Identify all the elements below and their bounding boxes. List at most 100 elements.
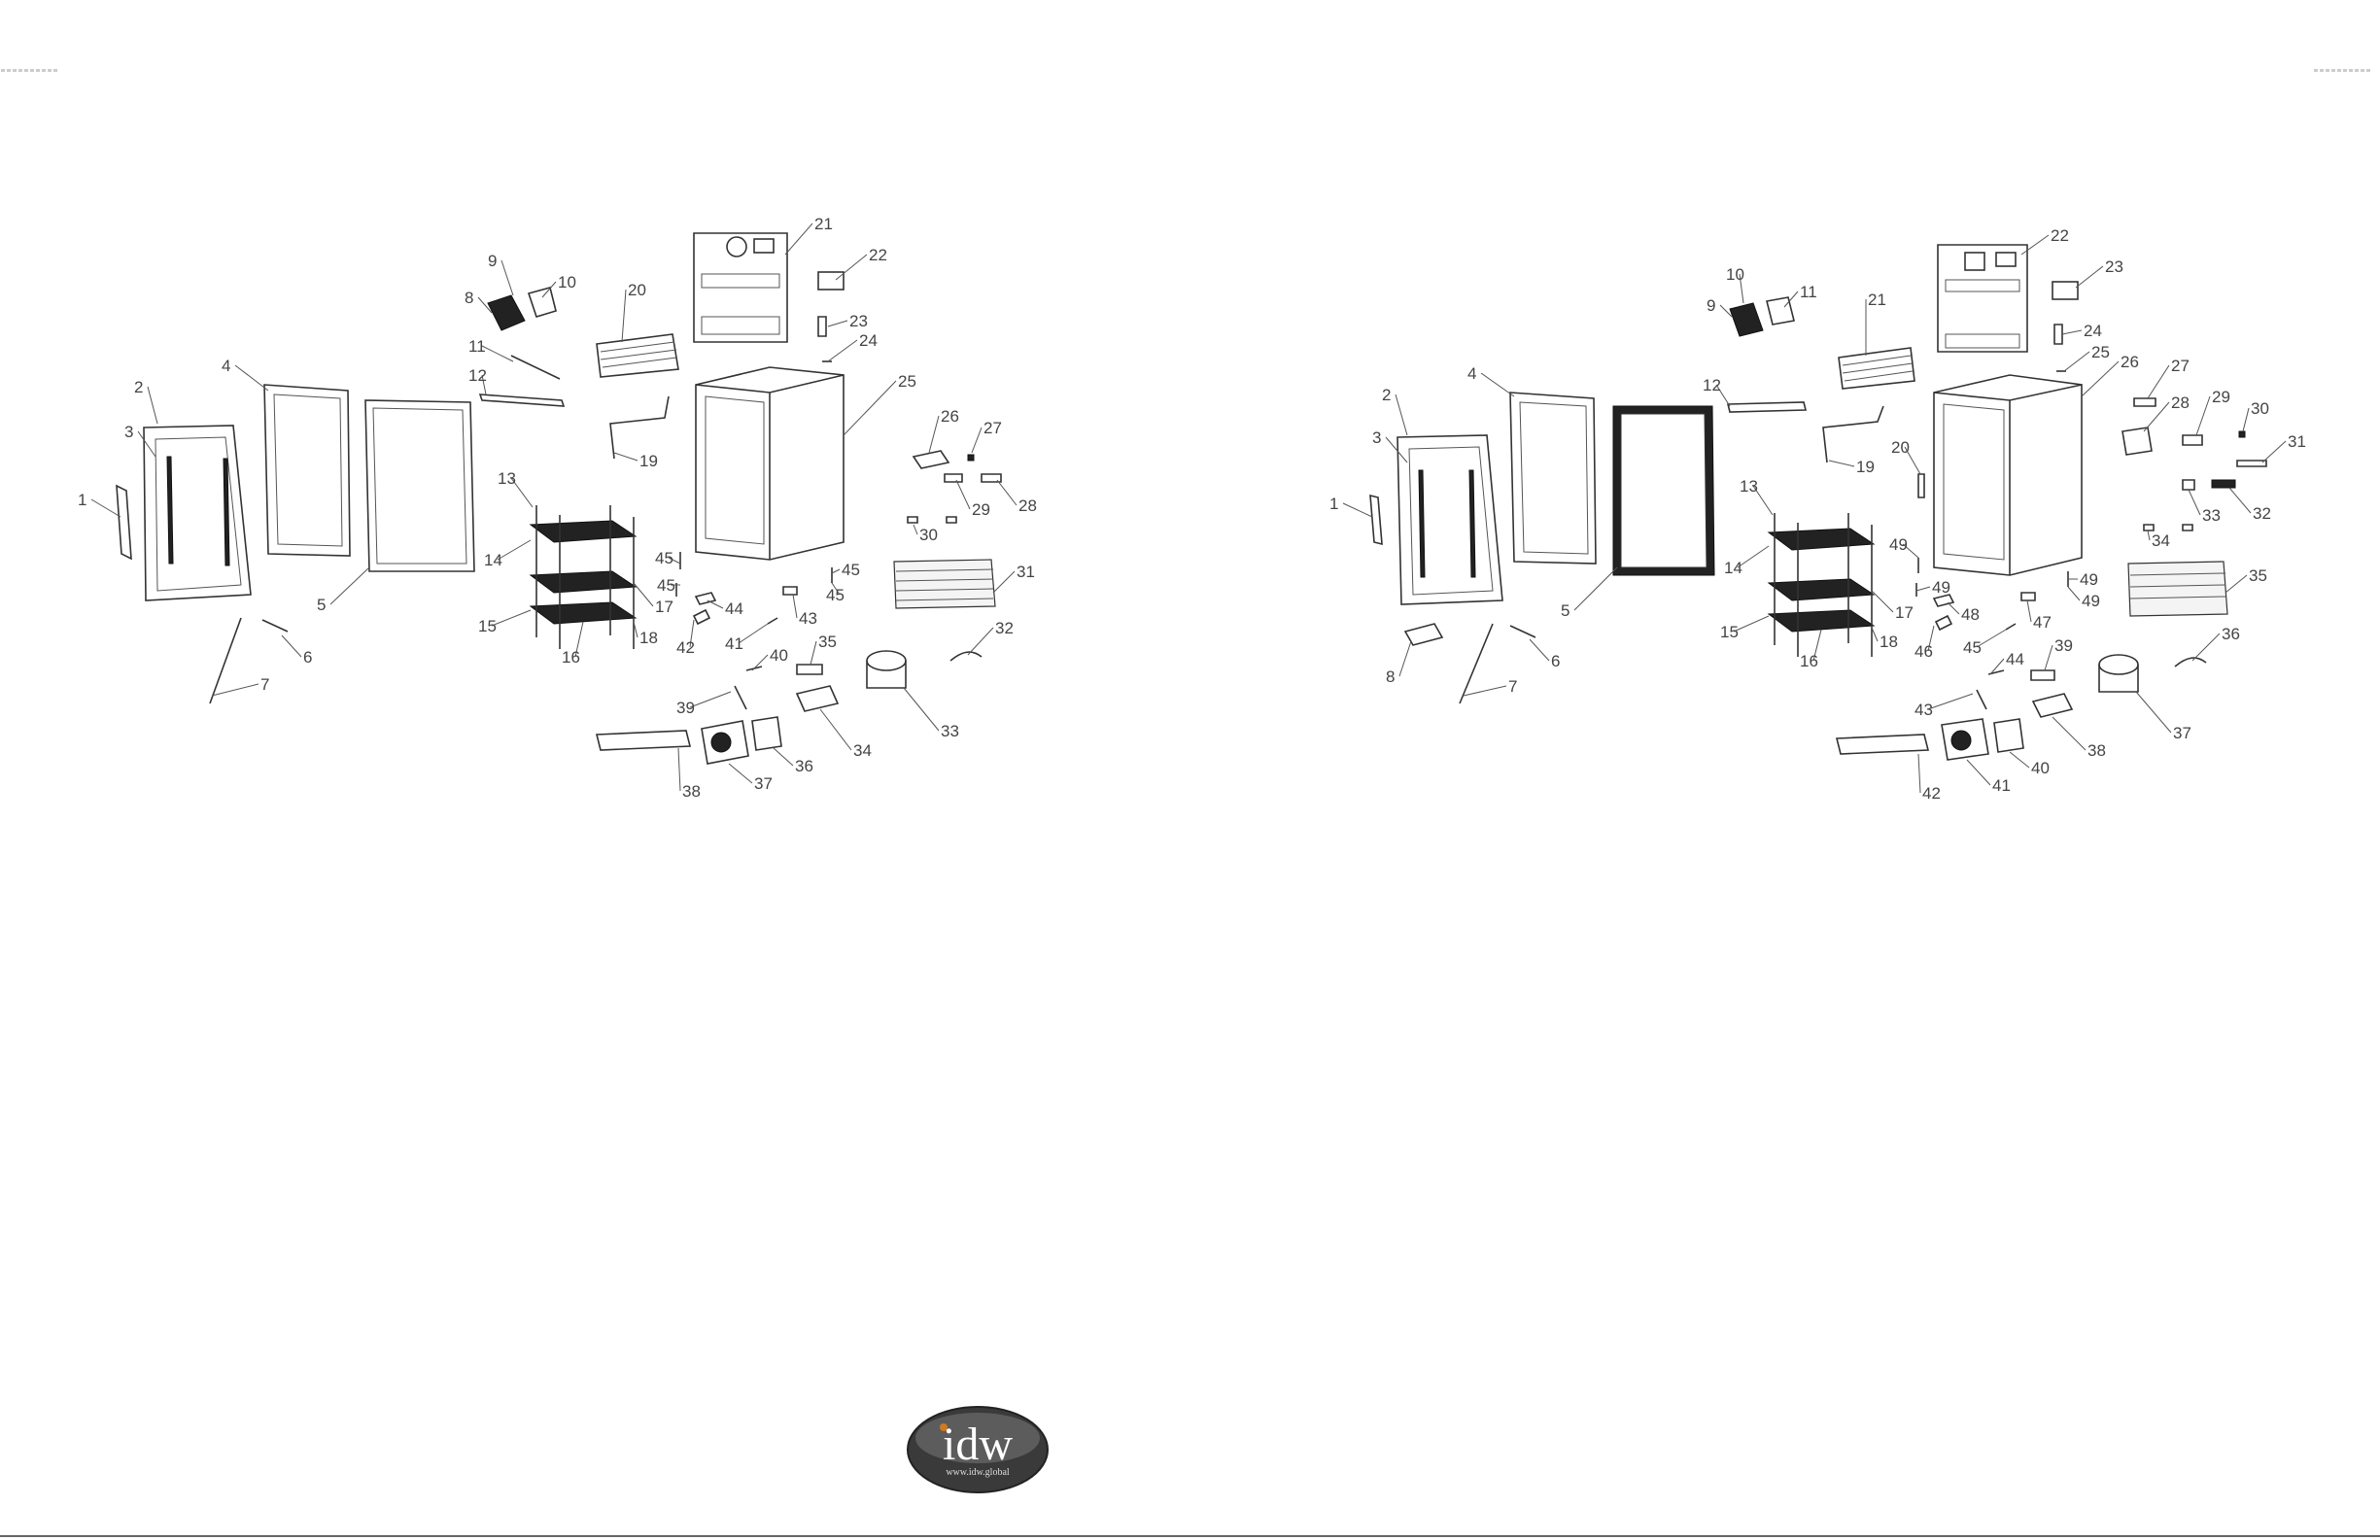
diagram_right-leader-38 xyxy=(2052,716,2087,751)
left-part-labels: 1234567891011121314151617181920212223242… xyxy=(78,215,1037,801)
diagram_right-part-label-41: 41 xyxy=(1992,776,2011,795)
diagram_left-part-label-11: 11 xyxy=(468,337,486,356)
diagram_right-part-label-6: 6 xyxy=(1551,652,1560,670)
diagram_right-leader-33 xyxy=(2188,489,2201,516)
logo-url: www.idw.global xyxy=(946,1467,1010,1478)
diagram_left-part-label-22: 22 xyxy=(869,246,887,264)
right-part-base xyxy=(1835,734,1930,755)
diagram_right-part-label-46: 46 xyxy=(1914,642,1933,661)
left-part-bar-11 xyxy=(510,355,561,380)
diagram_right-leader-41 xyxy=(1966,759,1991,786)
diagram_left-leader-45 xyxy=(831,582,841,596)
right-part-43 xyxy=(1976,689,1987,710)
diagram_right-leader-30 xyxy=(2242,407,2250,432)
diagram_left-part-label-16: 16 xyxy=(562,648,580,667)
right-part-bracket-24 xyxy=(2053,324,2063,345)
left-part-35 xyxy=(796,664,823,675)
diagram_left-part-label-25: 25 xyxy=(898,372,916,391)
diagram_right-leader-1 xyxy=(1342,502,1373,518)
diagram_right-part-label-47: 47 xyxy=(2033,613,2052,632)
diagram_right-leader-7 xyxy=(1463,685,1507,697)
diagram_right-part-label-35: 35 xyxy=(2249,566,2267,585)
right-part-rod xyxy=(1459,623,1494,704)
diagram_left-leader-45 xyxy=(668,557,681,565)
diagram_right-leader-20 xyxy=(1904,446,1921,475)
diagram_right-part-label-32: 32 xyxy=(2253,504,2271,523)
diagram_right-leader-32 xyxy=(2228,487,2252,514)
diagram_left-part-label-31: 31 xyxy=(1017,563,1035,581)
diagram_right-part-label-42: 42 xyxy=(1922,784,1941,803)
diagram_right-part-label-7: 7 xyxy=(1508,677,1517,696)
diagram_right-leader-46 xyxy=(1927,625,1935,652)
diagram_left-part-label-38: 38 xyxy=(682,782,701,801)
diagram_left-leader-37 xyxy=(728,763,753,784)
diagram_right-leader-26 xyxy=(2081,360,2120,397)
right-edge-mark xyxy=(2313,60,2371,78)
diagram_left-leader-14 xyxy=(497,539,532,561)
diagram_right-leader-12 xyxy=(1715,384,1731,407)
diagram_right-leader-11 xyxy=(1783,291,1799,308)
left-part-rear-panel xyxy=(693,232,788,343)
diagram_right-leader-27 xyxy=(2147,364,2170,399)
idw-logo: idw www.idw.global xyxy=(907,1406,1049,1493)
diagram_left-leader-11 xyxy=(481,345,514,362)
diagram_right-part-label-10: 10 xyxy=(1726,265,1744,284)
diagram_left-part-label-41: 41 xyxy=(725,634,743,653)
diagram_right-leader-16 xyxy=(1812,629,1822,662)
right-part-29 xyxy=(2182,434,2203,446)
diagram_left-part-label-17: 17 xyxy=(655,598,673,616)
diagram_right-leader-3 xyxy=(1385,436,1408,463)
left-part-drain-tube xyxy=(609,395,670,460)
diagram_left-part-label-12: 12 xyxy=(468,366,487,385)
diagram_right-leader-23 xyxy=(2075,265,2104,289)
diagram_right-part-label-9: 9 xyxy=(1707,296,1715,315)
diagram_left-part-label-42: 42 xyxy=(676,638,695,657)
diagram_right-leader-14 xyxy=(1737,545,1770,568)
bottom-border-line xyxy=(0,1535,2380,1537)
diagram_right-leader-48 xyxy=(1947,601,1960,615)
right-part-compressor xyxy=(2098,654,2139,693)
right-part-hinge-pin xyxy=(1509,625,1536,638)
left-part-29 xyxy=(944,473,963,483)
diagram_left-leader-25 xyxy=(843,380,897,436)
left-part-fan xyxy=(487,287,557,331)
diagram_left-part-label-36: 36 xyxy=(795,757,813,775)
left-part-tray xyxy=(795,685,840,712)
diagram_left-part-label-35: 35 xyxy=(818,633,837,651)
diagram_right-leader-10 xyxy=(1739,273,1744,304)
left-part-hinge-pin xyxy=(261,619,289,633)
diagram_left-part-label-10: 10 xyxy=(558,273,576,291)
diagram_right-part-label-40: 40 xyxy=(2031,759,2050,777)
diagram_right-part-label-44: 44 xyxy=(2006,650,2024,668)
right-part-47 xyxy=(2020,592,2036,601)
diagram_left-leader-40 xyxy=(751,654,769,671)
diagram_left-part-label-40: 40 xyxy=(770,646,788,665)
diagram_right-leader-28 xyxy=(2143,401,2170,432)
diagram_left-leader-33 xyxy=(903,687,940,732)
right-part-28 xyxy=(2121,427,2153,456)
left-part-36 xyxy=(751,716,782,751)
diagram_right-leader-15 xyxy=(1733,615,1770,633)
left-part-cabinet xyxy=(695,366,845,561)
right-part-31 xyxy=(2236,460,2267,467)
right-part-cord xyxy=(2174,657,2207,667)
diagram_right-leader-13 xyxy=(1752,485,1774,516)
diagram_right-leader-47 xyxy=(2026,599,2032,623)
diagram_right-part-label-13: 13 xyxy=(1740,477,1758,496)
diagram_right-part-label-18: 18 xyxy=(1880,633,1898,651)
diagram_left-leader-23 xyxy=(827,320,848,327)
diagram_left-part-label-6: 6 xyxy=(303,648,312,667)
diagram_left-part-label-34: 34 xyxy=(853,741,872,760)
diagram_right-part-label-26: 26 xyxy=(2121,353,2139,371)
diagram_left-leader-35 xyxy=(810,640,817,666)
right-part-34a xyxy=(2143,524,2155,531)
left-part-42 xyxy=(692,608,711,626)
right-part-33 xyxy=(2182,479,2195,491)
diagram_right-part-label-24: 24 xyxy=(2084,322,2102,340)
diagram_right-leader-31 xyxy=(2261,440,2287,463)
right-diagram-parts xyxy=(1369,244,2267,761)
right-part-gasket xyxy=(1612,405,1715,576)
diagram_left-leader-12 xyxy=(481,374,487,395)
diagram_left-part-label-45: 45 xyxy=(826,586,845,604)
diagram_left-part-label-21: 21 xyxy=(814,215,833,233)
